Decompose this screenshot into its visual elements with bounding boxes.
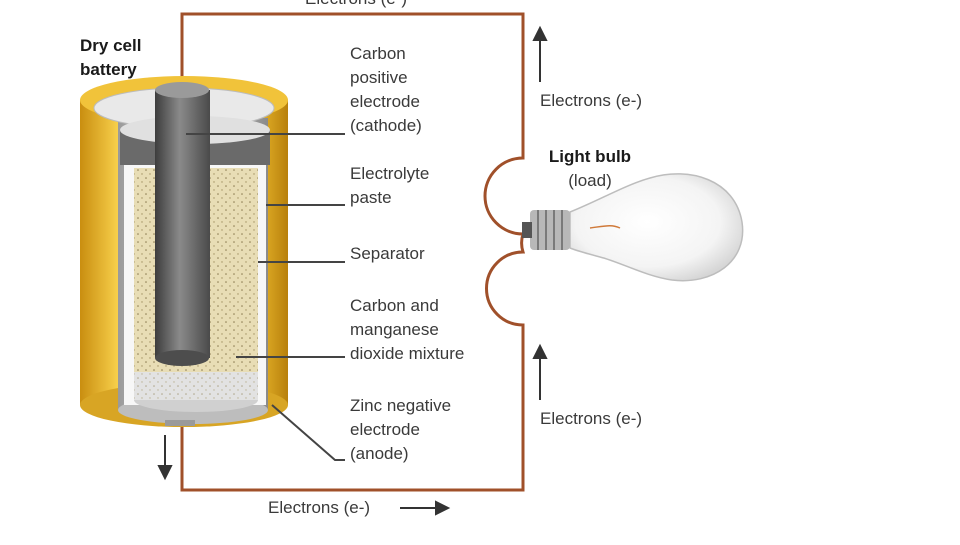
electrolyte-label: Electrolyte paste bbox=[350, 164, 430, 207]
mixture-label: Carbon and manganese dioxide mixture bbox=[350, 296, 465, 363]
bulb-title: Light bulb bbox=[548, 147, 632, 166]
bulb-subtitle: (load) bbox=[568, 171, 612, 190]
anode-label: Zinc negative electrode (anode) bbox=[350, 396, 452, 463]
carbon-rod bbox=[155, 82, 210, 366]
cathode-label: Carbon positive electrode (cathode) bbox=[350, 44, 422, 135]
bulb-base bbox=[522, 210, 570, 250]
top-electrons-label: Electrons (e-) bbox=[305, 0, 407, 11]
right-upper-electrons-label: Electrons (e-) bbox=[540, 91, 643, 110]
right-lower-electrons-label: Electrons (e-) bbox=[540, 409, 643, 428]
battery-title: Dry cell battery bbox=[80, 36, 142, 79]
light-bulb bbox=[522, 173, 744, 282]
bottom-electrons-label: Electrons (e-) bbox=[268, 498, 371, 517]
leader-lines bbox=[186, 133, 345, 461]
separator-label: Separator bbox=[350, 244, 425, 263]
circuit-wire bbox=[180, 12, 526, 492]
electron-arrows bbox=[157, 25, 548, 516]
